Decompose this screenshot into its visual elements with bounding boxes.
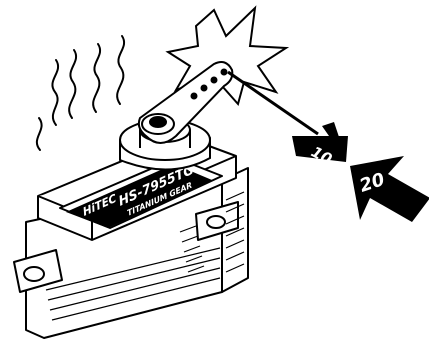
arrow-small — [228, 72, 348, 162]
heat-wave-icon — [37, 36, 124, 150]
servo-body — [14, 136, 248, 338]
